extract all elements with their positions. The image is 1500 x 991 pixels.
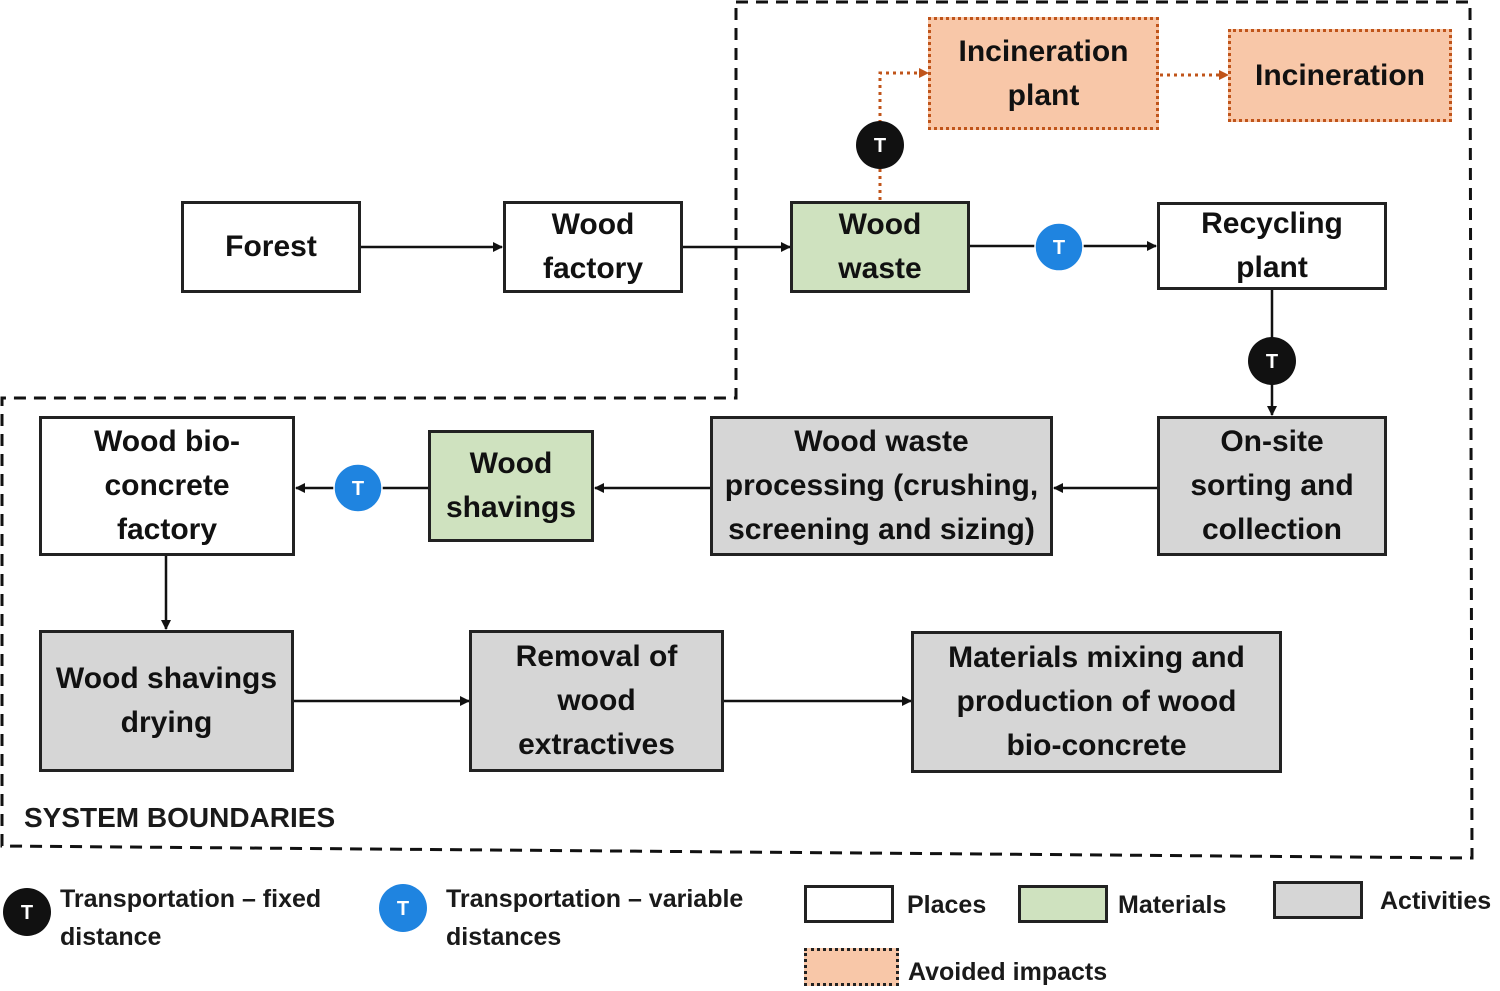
legend-materials-label: Materials [1118, 891, 1227, 919]
node-recycling-plant: Recycling plant [1157, 202, 1387, 290]
transport-fixed-marker-sorting: T [1248, 337, 1296, 385]
svg-text:T: T [1266, 351, 1278, 373]
node-forest: Forest [181, 201, 361, 293]
node-incineration: Incineration [1228, 29, 1452, 122]
legend-variable-marker-icon: T [379, 884, 427, 932]
node-wood-waste: Wood waste [790, 201, 970, 293]
system-boundary [0, 0, 1474, 860]
legend-fixed-marker-icon: T [3, 888, 51, 936]
svg-text:T: T [874, 135, 886, 157]
transport-fixed-marker-incineration: T [856, 121, 904, 169]
system-boundaries-label: SYSTEM BOUNDARIES [24, 802, 336, 833]
legend-activities-swatch [1273, 881, 1363, 919]
legend-places-label: Places [907, 891, 987, 919]
legend-avoided-label: Avoided impacts [908, 958, 1108, 986]
svg-text:T: T [21, 902, 33, 924]
node-removal-extractives: Removal of wood extractives [469, 630, 724, 772]
node-shavings-drying: Wood shavings drying [39, 630, 294, 772]
legend-avoided-swatch [804, 948, 899, 986]
legend-materials-swatch [1018, 885, 1108, 923]
transport-variable-marker-bioconcrete: T [333, 463, 383, 513]
legend-variable-label: Transportation – variable distances [446, 885, 744, 951]
node-materials-mixing: Materials mixing and production of wood … [911, 631, 1282, 773]
legend-places-swatch [804, 885, 894, 923]
legend-fixed-label: Transportation – fixed distance [60, 885, 322, 951]
node-wood-factory: Wood factory [503, 201, 683, 293]
node-incineration-plant: Incineration plant [928, 17, 1159, 130]
legend-activities-label: Activities [1380, 887, 1492, 915]
svg-text:T: T [397, 898, 409, 920]
node-bioconcrete-factory: Wood bio- concrete factory [39, 416, 295, 556]
node-wood-waste-processing: Wood waste processing (crushing, screeni… [710, 416, 1053, 556]
transport-variable-marker-recycling: T [1034, 222, 1084, 272]
svg-text:T: T [1053, 237, 1065, 259]
node-onsite-sorting: On-site sorting and collection [1157, 416, 1387, 556]
svg-text:T: T [352, 478, 364, 500]
node-wood-shavings: Wood shavings [428, 430, 594, 542]
